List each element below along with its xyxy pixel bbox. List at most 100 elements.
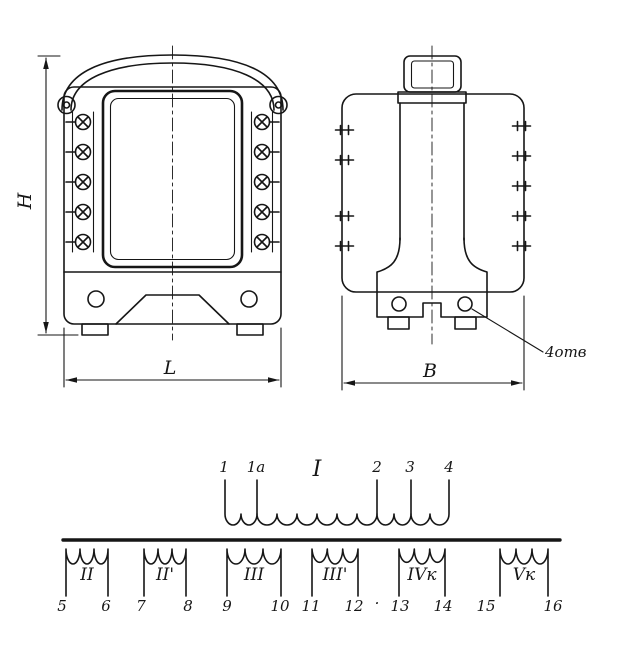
secondary-coil: [499, 548, 549, 597]
terminal-bolt: [253, 173, 280, 191]
side-terminals-right: [511, 120, 532, 252]
terminal-number: 15: [476, 597, 495, 615]
terminal-bolt: [253, 203, 280, 221]
coil-window-inner: [109, 97, 236, 261]
terminal-bolt: [253, 233, 280, 251]
foot-hole-left: [391, 296, 407, 312]
h-dim-label: H: [14, 192, 36, 210]
secondary-coil: [143, 548, 187, 597]
b-dim-label: B: [422, 360, 437, 382]
b-dimension: B: [341, 295, 525, 391]
holes-leader-line: [471, 308, 544, 353]
secondary-winding-ivk: IVк 13 14: [390, 548, 453, 615]
terminal-number: 11: [301, 597, 320, 615]
secondary-winding-ii: II 5 6: [57, 548, 111, 615]
terminal-tick: [334, 210, 355, 222]
foot-hole-right: [457, 296, 473, 312]
tap-label-1: 1: [219, 458, 229, 476]
primary-winding: 1 1a I 2 3 4: [219, 457, 454, 526]
winding-label: II: [79, 565, 94, 585]
front-view: H L: [14, 45, 288, 388]
terminal-number: 12: [344, 597, 363, 615]
l-dim-label: L: [163, 357, 177, 379]
tap-label-4: 4: [443, 458, 454, 476]
terminal-number: 7: [136, 597, 146, 615]
winding-label: Vк: [513, 565, 536, 585]
print-dot: ·: [375, 594, 380, 612]
coil-column: [399, 102, 465, 241]
core-shell-side: [341, 93, 525, 293]
terminal-tick: [511, 180, 532, 192]
tap-label-3: 3: [405, 458, 415, 476]
terminal-tick: [334, 240, 355, 252]
primary-coil: [224, 479, 450, 526]
terminal-bolt: [65, 233, 92, 251]
secondary-winding-iii-prime: III' 11 12: [301, 548, 364, 615]
terminal-bolt: [253, 143, 280, 161]
coil-skirt: [376, 237, 488, 293]
feet-tabs: [387, 316, 477, 330]
winding-schematic: 1 1a I 2 3 4 II 5 6 II' 7 8 III 9 10 I: [57, 457, 563, 615]
terminal-number: 5: [57, 597, 67, 615]
terminal-tick: [511, 150, 532, 162]
side-view: 4отв B: [334, 45, 587, 391]
l-extension-lines: [63, 327, 282, 388]
secondary-winding-ii-prime: II' 7 8: [136, 548, 193, 615]
terminal-number: 9: [222, 597, 232, 615]
secondary-coil: [226, 548, 282, 597]
winding-label: III: [243, 565, 264, 585]
secondary-coil: [65, 548, 109, 597]
terminal-number: 6: [101, 597, 111, 615]
terminal-number: 16: [543, 597, 563, 615]
terminal-number: 14: [433, 597, 452, 615]
h-extension-lines: [37, 55, 79, 336]
terminal-number: 13: [390, 597, 409, 615]
terminal-tick: [511, 120, 532, 132]
strap-outer: [61, 54, 284, 111]
tap-label-2: 2: [371, 458, 382, 476]
winding-label: IVк: [406, 565, 437, 585]
coil-side: [376, 102, 488, 293]
tap-label-1a: 1a: [247, 458, 266, 476]
winding-label: III': [322, 565, 348, 585]
b-extension-lines: [341, 295, 525, 391]
secondary-winding-iii: III 9 10: [222, 548, 290, 615]
terminal-tick: [511, 210, 532, 222]
terminal-number: 10: [270, 597, 290, 615]
feet-side: [376, 291, 488, 330]
terminal-bolt: [65, 173, 92, 191]
terminal-bolt: [65, 113, 92, 131]
l-dimension: L: [63, 327, 282, 388]
secondary-coil: [311, 548, 359, 597]
side-terminals-left: [334, 124, 355, 252]
secondary-coil: [398, 548, 446, 597]
secondary-winding-vk: Vк 15 16: [476, 548, 563, 615]
terminal-cap: [397, 55, 467, 104]
strap-loop-right: [269, 95, 288, 115]
terminal-bolt: [65, 203, 92, 221]
primary-tap-leads: [256, 479, 412, 515]
holes-note-label: 4отв: [544, 343, 587, 361]
terminal-tick: [334, 154, 355, 166]
core-shell: [63, 86, 282, 325]
terminal-bolt: [65, 143, 92, 161]
strap-inner: [70, 62, 275, 111]
feet-front: [81, 323, 264, 336]
cap-collar: [397, 91, 467, 104]
terminal-tick: [334, 124, 355, 136]
coil-window-outer: [101, 89, 244, 269]
terminal-bolt: [253, 113, 280, 131]
mounting-bracket: [63, 271, 282, 336]
terminal-number: 8: [183, 597, 193, 615]
feet-outline: [376, 291, 488, 318]
winding-label: II': [155, 565, 174, 585]
mounting-hole-left: [87, 290, 105, 308]
h-dimension: H: [14, 55, 79, 336]
strap-loop-left: [57, 95, 76, 115]
terminal-bolts-left: [65, 113, 92, 251]
mounting-hole-right: [240, 290, 258, 308]
terminal-bolts-right: [253, 113, 280, 251]
bracket-bend: [115, 294, 230, 325]
